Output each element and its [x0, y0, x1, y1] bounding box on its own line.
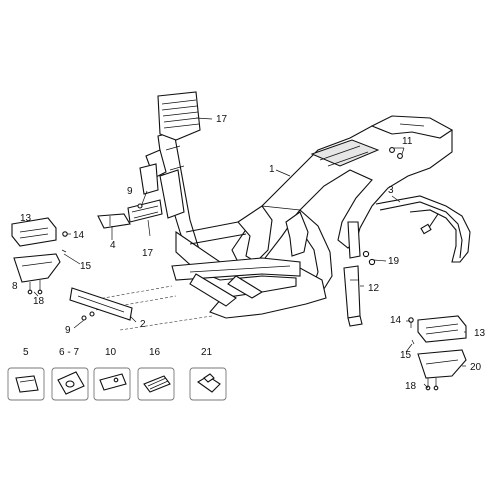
bolt-pair-part-19: [362, 250, 376, 266]
callout-8: 8: [12, 281, 18, 292]
small-part-box-16: [137, 367, 175, 401]
callout-13-right: 13: [474, 328, 486, 339]
bracket-part-4: [97, 213, 131, 229]
callout-20: 20: [470, 362, 482, 373]
callout-labels: 17 1 11 3 9 13 14 4 17 15 8 18 9 2 19 12…: [12, 114, 486, 392]
small-part-box-6-7: [51, 367, 89, 401]
callout-10: 10: [105, 347, 117, 358]
callout-13-left: 13: [20, 213, 32, 224]
footrest-cover-part-8: [13, 253, 61, 283]
main-frame-part-1: [157, 115, 454, 319]
callout-5: 5: [23, 347, 29, 358]
callout-1: 1: [269, 164, 275, 175]
small-part-box-21: [189, 367, 227, 401]
screw-part-9-upper: [137, 203, 143, 209]
callout-21: 21: [201, 347, 213, 358]
footrest-pad-part-13-left: [11, 217, 57, 247]
callout-19: 19: [388, 256, 400, 267]
screw-part-9-lower-a: [81, 315, 87, 321]
callout-18-right: 18: [405, 381, 417, 392]
small-part-box-5: [7, 367, 45, 401]
callout-9-upper: 9: [127, 186, 133, 197]
right-footrest-assembly: [408, 315, 467, 391]
callout-9-lower: 9: [65, 325, 71, 336]
callout-15-left: 15: [80, 261, 92, 272]
callout-11: 11: [402, 136, 413, 147]
callout-6-7: 6 - 7: [59, 347, 79, 358]
callout-2: 2: [140, 319, 146, 330]
callout-3: 3: [388, 185, 394, 196]
callout-18-left: 18: [33, 296, 45, 307]
footrest-pad-part-13-right: [417, 315, 467, 343]
callout-4: 4: [110, 240, 116, 251]
callout-12: 12: [368, 283, 380, 294]
rear-rack-part-3: [375, 195, 471, 263]
leader-lines: [33, 117, 466, 389]
callout-14-right: 14: [390, 315, 402, 326]
callout-15-right: 15: [400, 350, 412, 361]
stand-bracket-part-12: [343, 265, 363, 327]
callout-17-top: 17: [216, 114, 228, 125]
steering-column-part-17: [127, 91, 201, 223]
left-footrest-assembly: [11, 217, 68, 295]
callout-14-left: 14: [73, 230, 85, 241]
screw-part-9-lower-b: [89, 311, 95, 317]
small-part-box-10: [93, 367, 131, 401]
screw-part-14-left: [62, 231, 68, 237]
footrest-cover-part-20: [417, 349, 467, 379]
callout-16: 16: [149, 347, 161, 358]
bolt-pair-part-11: [389, 147, 403, 159]
callout-17-lower: 17: [142, 248, 154, 259]
screw-part-14-right: [408, 317, 414, 323]
